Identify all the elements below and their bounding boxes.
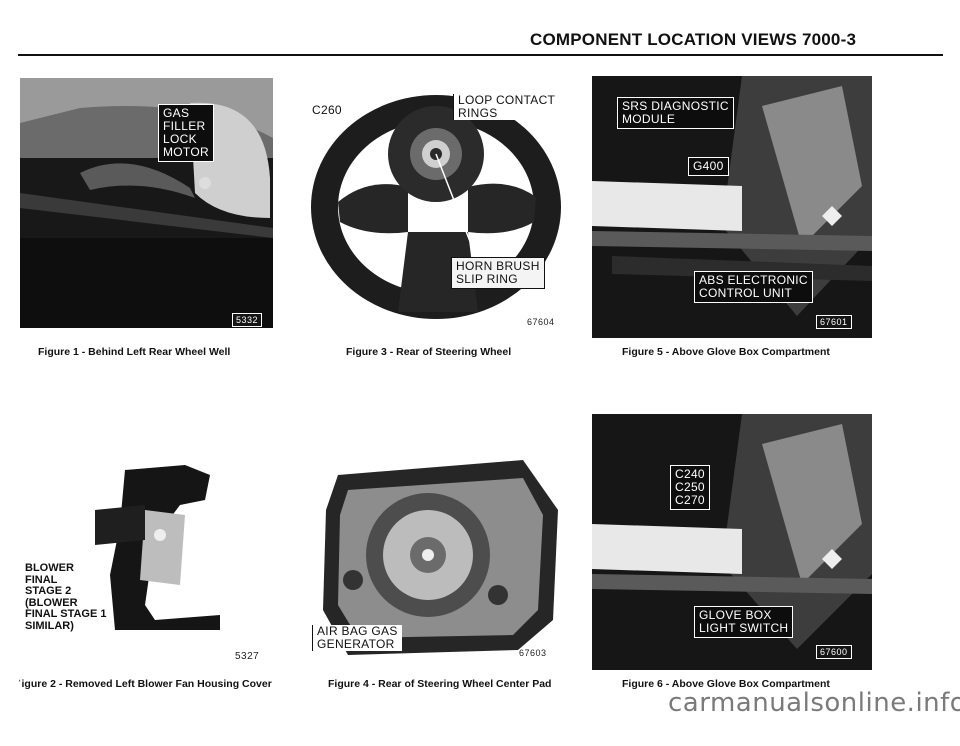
figure-4-number: 67603	[519, 648, 547, 658]
figure-6-caption: Figure 6 - Above Glove Box Compartment	[622, 678, 830, 690]
watermark: carmanualsonline.info	[668, 688, 960, 718]
figure-1-photo	[20, 78, 273, 328]
c260-label: C260	[312, 103, 342, 117]
loop-contact-rings-label: LOOP CONTACT RINGS	[453, 94, 560, 120]
figure-2-photo	[85, 465, 225, 630]
figure-5-caption: Figure 5 - Above Glove Box Compartment	[622, 346, 830, 358]
g400-label: G400	[688, 157, 729, 176]
figure-2-number: 5327	[235, 651, 260, 662]
figure-1-caption: Figure 1 - Behind Left Rear Wheel Well	[38, 346, 231, 358]
figure-1-number: 5332	[232, 313, 263, 327]
abs-electronic-control-unit-label: ABS ELECTRONIC CONTROL UNIT	[694, 271, 813, 303]
figure-4-caption: Figure 4 - Rear of Steering Wheel Center…	[328, 678, 552, 690]
page-header: COMPONENT LOCATION VIEWS 7000-3	[530, 30, 857, 49]
srs-diagnostic-module-label: SRS DIAGNOSTIC MODULE	[617, 97, 734, 129]
gas-filler-lock-motor-label: GAS FILLER LOCK MOTOR	[158, 104, 214, 162]
blower-final-stage-label: BLOWER FINAL STAGE 2 (BLOWER FINAL STAGE…	[25, 562, 107, 632]
figure-3-number: 67604	[527, 317, 555, 327]
figure-3-caption: Figure 3 - Rear of Steering Wheel	[346, 346, 512, 358]
header-rule	[18, 54, 943, 56]
figure-3-photo	[308, 82, 566, 332]
figure-6-number: 67600	[816, 645, 852, 659]
horn-brush-slip-ring-label: HORN BRUSH SLIP RING	[451, 257, 545, 289]
c240-c250-c270-label: C240 C250 C270	[670, 465, 710, 510]
glove-box-light-switch-label: GLOVE BOX LIGHT SWITCH	[694, 606, 794, 638]
figure-5-number: 67601	[816, 315, 852, 329]
figure-2-caption: ˈigure 2 - Removed Left Blower Fan Housi…	[18, 678, 272, 690]
air-bag-gas-generator-label: AIR BAG GAS GENERATOR	[312, 625, 402, 651]
